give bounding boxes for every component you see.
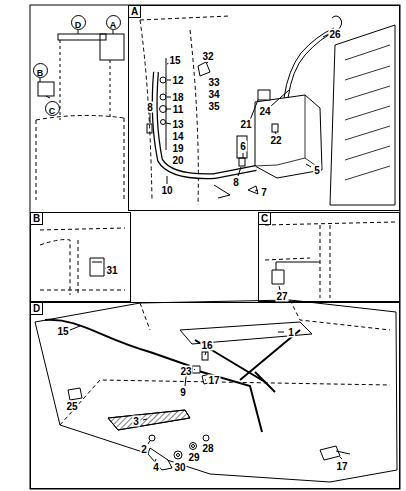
callout-number: 1 (287, 327, 295, 338)
callout-number: 23 (179, 366, 192, 377)
key-circle: A (106, 15, 121, 30)
callout-number: 10 (160, 185, 173, 196)
callout-number: 8 (146, 102, 154, 113)
callout-number: 6 (239, 141, 247, 152)
callout-number: 15 (168, 55, 181, 66)
callout-number: 5 (313, 165, 321, 176)
callout-number: 35 (207, 101, 220, 112)
panel-letter: C (258, 212, 271, 225)
key-circle: B (33, 63, 48, 78)
callout-number: 24 (258, 106, 271, 117)
callout-number: 8 (232, 177, 240, 188)
callout-number: 18 (171, 92, 184, 103)
callout-number: 32 (201, 51, 214, 62)
callout-number: 27 (275, 291, 288, 302)
key-letter: A (110, 20, 117, 30)
callout-number: 31 (105, 265, 118, 276)
callout-number: 26 (328, 29, 341, 40)
key-letter: D (75, 20, 82, 30)
callout-number: 14 (171, 131, 184, 142)
callout-number: 16 (200, 340, 213, 351)
callout-number: 3 (132, 416, 140, 427)
panel-letter: A (128, 5, 141, 18)
callout-number: 9 (179, 387, 187, 398)
callout-number: 22 (269, 135, 282, 146)
view-panel: C (258, 212, 400, 302)
callout-number: 12 (171, 75, 184, 86)
callout-number: 2 (140, 444, 148, 455)
callout-number: 19 (171, 143, 184, 154)
callout-number: 34 (207, 89, 220, 100)
callout-number: 25 (65, 401, 78, 412)
callout-number: 33 (207, 77, 220, 88)
callout-number: 11 (172, 104, 185, 115)
callout-number: 13 (171, 119, 184, 130)
panel-letter: D (30, 302, 43, 315)
callout-number: 4 (152, 462, 160, 473)
view-panel: B (30, 212, 131, 302)
callout-number: 15 (56, 326, 69, 337)
callout-number: 20 (171, 155, 184, 166)
callout-number: 7 (260, 187, 268, 198)
key-circle: C (45, 101, 60, 116)
callout-number: 30 (173, 462, 186, 473)
key-letter: B (37, 68, 44, 78)
callout-number: 21 (239, 119, 252, 130)
key-letter: C (49, 106, 56, 116)
callout-number: 28 (201, 443, 214, 454)
key-circle: D (71, 15, 86, 30)
panel-letter: B (30, 212, 43, 225)
callout-number: 17 (207, 375, 220, 386)
callout-number: 17 (335, 461, 348, 472)
callout-number: 29 (187, 452, 200, 463)
